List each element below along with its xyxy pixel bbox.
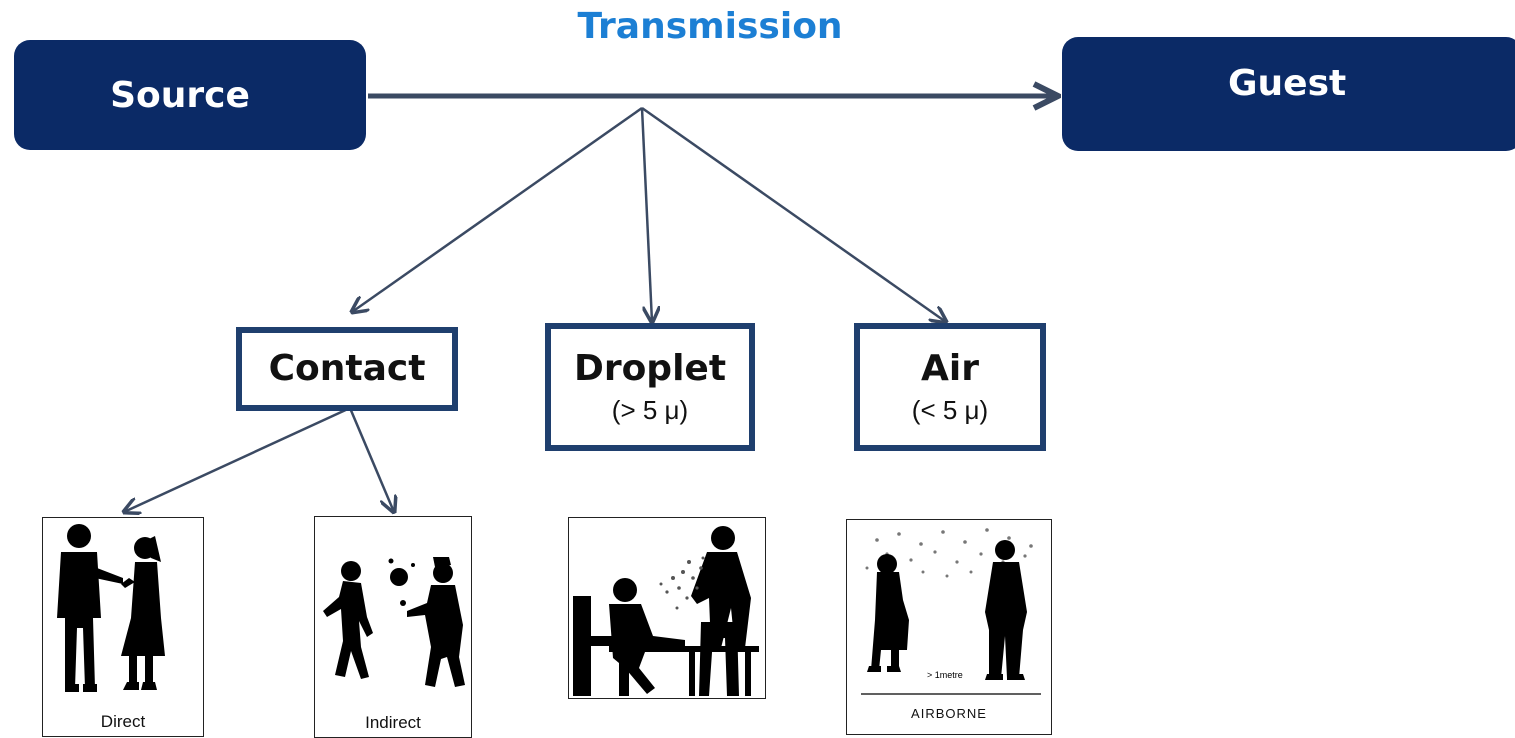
- guest-node: Guest: [1062, 37, 1515, 151]
- direct-caption: Direct: [100, 712, 146, 731]
- contact-node: Contact: [236, 327, 458, 411]
- droplet-node: Droplet (> 5 μ): [545, 323, 755, 451]
- direct-contact-illustration: Direct: [42, 517, 204, 737]
- children-playing-silhouette-icon: [323, 557, 465, 687]
- arrow-to-direct: [124, 406, 351, 512]
- arrow-to-air: [641, 106, 946, 322]
- airborne-distance-note: > 1metre: [927, 670, 963, 680]
- arrow-to-droplet: [640, 107, 652, 322]
- guest-label: Guest: [1228, 62, 1347, 104]
- droplet-illustration: [568, 517, 766, 699]
- airborne-silhouette-icon: [861, 528, 1041, 695]
- droplet-size: (> 5 μ): [611, 394, 689, 425]
- diagram-title: Transmission: [577, 6, 843, 47]
- source-node: Source: [14, 40, 366, 150]
- handshake-silhouette-icon: [57, 524, 165, 692]
- arrow-to-indirect: [348, 407, 394, 512]
- arrow-to-contact: [352, 106, 643, 312]
- air-size: (< 5 μ): [911, 394, 989, 425]
- indirect-contact-illustration: Indirect: [314, 516, 472, 738]
- airborne-caption: AIRBORNE: [911, 706, 987, 721]
- source-label: Source: [110, 74, 250, 116]
- indirect-caption: Indirect: [365, 713, 421, 732]
- contact-label: Contact: [268, 348, 426, 389]
- air-label: Air: [921, 347, 979, 389]
- air-node: Air (< 5 μ): [854, 323, 1046, 451]
- airborne-illustration: > 1metre AIRBORNE: [846, 519, 1052, 735]
- droplet-label: Droplet: [573, 347, 727, 389]
- seated-conversation-silhouette-icon: [573, 526, 759, 696]
